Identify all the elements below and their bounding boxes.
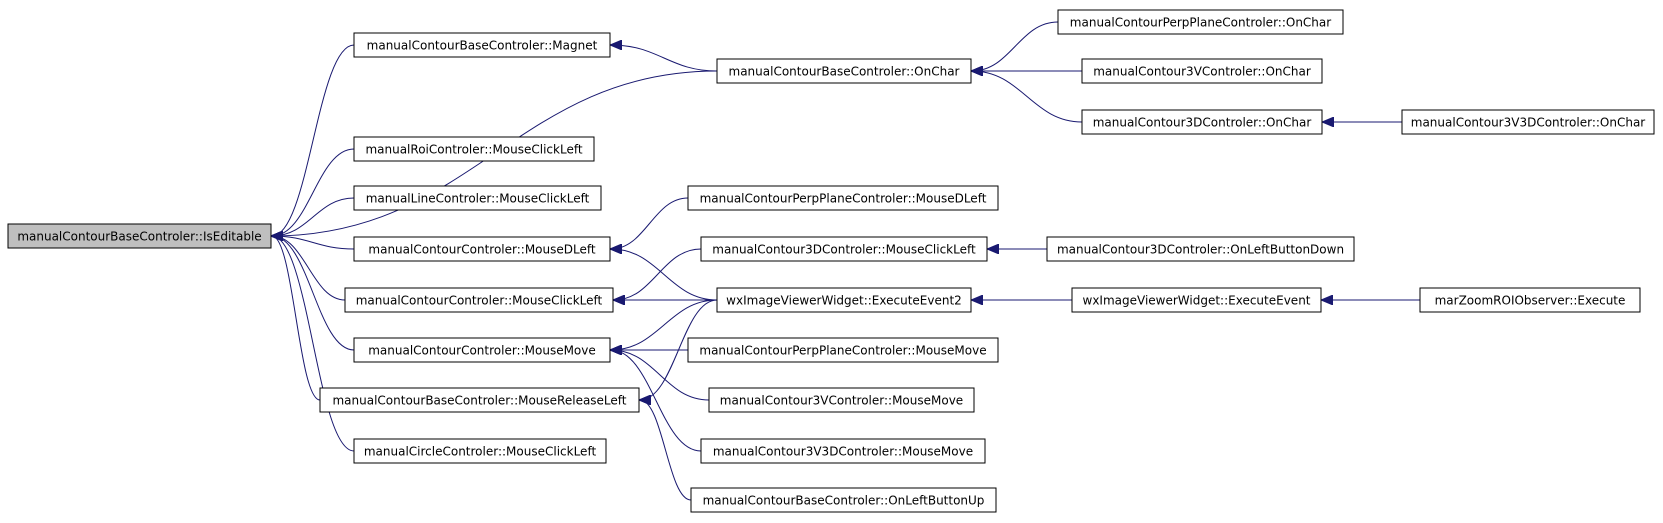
node-box [353, 438, 607, 464]
edge-onchar_base-to-magnet [611, 45, 718, 72]
node-box [687, 185, 999, 211]
node-box [687, 337, 999, 363]
edge-circle_click-to-root [272, 236, 355, 452]
node-label: manualContourControler::MouseMove [368, 344, 596, 358]
node-label: wxImageViewerWidget::ExecuteEvent2 [726, 294, 962, 308]
edge-c3v_move-to-contour_move [611, 350, 710, 401]
edge-onchar_3d-to-onchar_base [972, 71, 1083, 123]
node-box [353, 185, 602, 211]
node-box [1401, 109, 1655, 135]
node-onchar-3d[interactable]: manualContour3DControler::OnChar [1081, 109, 1323, 135]
node-mar-exec[interactable]: marZoomROIObserver::Execute [1419, 287, 1641, 313]
node-box [700, 438, 986, 464]
node-box [1419, 287, 1641, 313]
node-box [1071, 287, 1322, 313]
node-onchar-perp[interactable]: manualContourPerpPlaneControler::OnChar [1057, 9, 1344, 35]
node-box [353, 337, 611, 363]
node-box [708, 387, 975, 413]
edge-wx_ev2-to-release [640, 299, 718, 400]
node-label: manualContourBaseControler::Magnet [367, 39, 598, 53]
node-contour-move[interactable]: manualContourControler::MouseMove [353, 337, 611, 363]
node-label: manualContourBaseControler::OnChar [729, 65, 960, 79]
node-wx-ev2[interactable]: wxImageViewerWidget::ExecuteEvent2 [716, 287, 972, 313]
node-label: manualContourPerpPlaneControler::OnChar [1070, 16, 1331, 30]
node-magnet[interactable]: manualContourBaseControler::Magnet [353, 32, 611, 58]
node-contour-dleft[interactable]: manualContourControler::MouseDLeft [353, 236, 611, 262]
node-label: manualContourBaseControler::OnLeftButton… [703, 494, 985, 508]
node-line-click[interactable]: manualLineControler::MouseClickLeft [353, 185, 602, 211]
node-base-lbu[interactable]: manualContourBaseControler::OnLeftButton… [690, 487, 997, 513]
node-label: manualContour3VControler::MouseMove [720, 394, 963, 408]
node-label: manualContour3V3DControler::MouseMove [713, 445, 973, 459]
node-label: manualContour3DControler::MouseClickLeft [712, 243, 976, 257]
node-label: manualContour3DControler::OnChar [1093, 116, 1312, 130]
node-contour-click[interactable]: manualContourControler::MouseClickLeft [344, 287, 614, 313]
node-perp-move[interactable]: manualContourPerpPlaneControler::MouseMo… [687, 337, 999, 363]
node-wx-ev[interactable]: wxImageViewerWidget::ExecuteEvent [1071, 287, 1322, 313]
node-perp-dleft[interactable]: manualContourPerpPlaneControler::MouseDL… [687, 185, 999, 211]
edges-layer [272, 21, 1421, 501]
node-label: manualContourBaseControler::IsEditable [17, 230, 261, 244]
node-box [7, 223, 272, 249]
node-release[interactable]: manualContourBaseControler::MouseRelease… [319, 387, 640, 413]
edge-perp_dleft-to-contour_dleft [611, 197, 689, 249]
node-label: manualContourPerpPlaneControler::MouseDL… [700, 192, 987, 206]
node-box [1081, 109, 1323, 135]
node-box [353, 32, 611, 58]
node-root: manualContourBaseControler::IsEditable [7, 223, 272, 249]
edge-magnet-to-root [272, 44, 355, 236]
node-circle-click[interactable]: manualCircleControler::MouseClickLeft [353, 438, 607, 464]
nodes-layer: manualContourBaseControler::IsEditablema… [7, 9, 1655, 513]
node-label: manualContourPerpPlaneControler::MouseMo… [699, 344, 986, 358]
node-label: manualContour3V3DControler::OnChar [1411, 116, 1646, 130]
node-label: manualContourControler::MouseDLeft [368, 243, 595, 257]
node-onchar-3v3d[interactable]: manualContour3V3DControler::OnChar [1401, 109, 1655, 135]
node-onchar-3v[interactable]: manualContour3VControler::OnChar [1081, 58, 1323, 84]
node-box [1081, 58, 1323, 84]
node-roi-click[interactable]: manualRoiControler::MouseClickLeft [353, 136, 595, 162]
node-box [353, 136, 595, 162]
node-box [1057, 9, 1344, 35]
node-c3v3d-move[interactable]: manualContour3V3DControler::MouseMove [700, 438, 986, 464]
node-box [344, 287, 614, 313]
edge-line_click-to-root [272, 197, 355, 236]
node-label: marZoomROIObserver::Execute [1435, 294, 1626, 308]
node-label: manualContourBaseControler::MouseRelease… [332, 394, 626, 408]
edge-base_lbu-to-release [640, 400, 692, 501]
node-box [319, 387, 640, 413]
node-c3v-move[interactable]: manualContour3VControler::MouseMove [708, 387, 975, 413]
node-c3d-lbd[interactable]: manualContour3DControler::OnLeftButtonDo… [1046, 236, 1355, 262]
node-label: manualCircleControler::MouseClickLeft [364, 445, 597, 459]
node-onchar-base[interactable]: manualContourBaseControler::OnChar [716, 58, 972, 84]
node-label: manualContour3VControler::OnChar [1093, 65, 1311, 79]
node-box [690, 487, 997, 513]
node-c3d-click[interactable]: manualContour3DControler::MouseClickLeft [700, 236, 988, 262]
edge-c3v3d_move-to-contour_move [611, 350, 702, 452]
node-box [1046, 236, 1355, 262]
edge-wx_ev2-to-contour_dleft [611, 249, 718, 301]
node-label: wxImageViewerWidget::ExecuteEvent [1083, 294, 1311, 308]
edge-contour_move-to-root [272, 236, 355, 351]
edge-roi_click-to-root [272, 148, 355, 236]
edge-contour_click-to-root [272, 236, 346, 301]
edge-wx_ev2-to-contour_move [611, 299, 718, 350]
edge-release-to-root [272, 236, 321, 401]
node-label: manualContour3DControler::OnLeftButtonDo… [1057, 243, 1344, 257]
node-label: manualLineControler::MouseClickLeft [366, 192, 590, 206]
edge-contour_dleft-to-root [272, 236, 355, 250]
node-box [716, 58, 972, 84]
node-label: manualRoiControler::MouseClickLeft [365, 143, 582, 157]
edge-c3d_click-to-contour_click [614, 248, 702, 300]
node-box [716, 287, 972, 313]
edge-onchar_perp-to-onchar_base [972, 21, 1059, 71]
node-label: manualContourControler::MouseClickLeft [356, 294, 603, 308]
node-box [353, 236, 611, 262]
node-box [700, 236, 988, 262]
